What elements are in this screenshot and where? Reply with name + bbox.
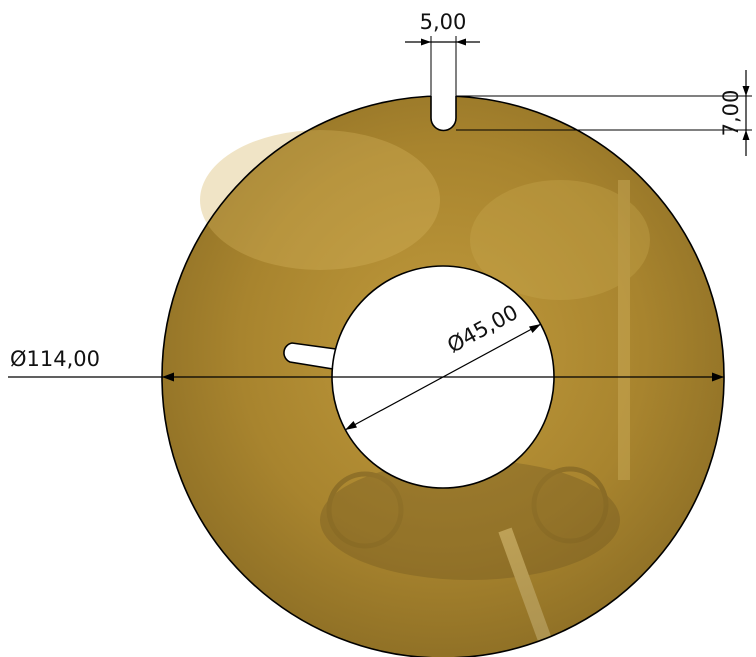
dim-slot-width: 5,00	[405, 10, 480, 96]
outer-diameter-label: Ø114,00	[10, 347, 100, 371]
dim-slot-depth: 7,00	[456, 70, 752, 156]
slot-width-label: 5,00	[420, 10, 467, 34]
dim-outer-diameter: Ø114,00	[8, 347, 724, 382]
slot-depth-label: 7,00	[719, 90, 743, 137]
